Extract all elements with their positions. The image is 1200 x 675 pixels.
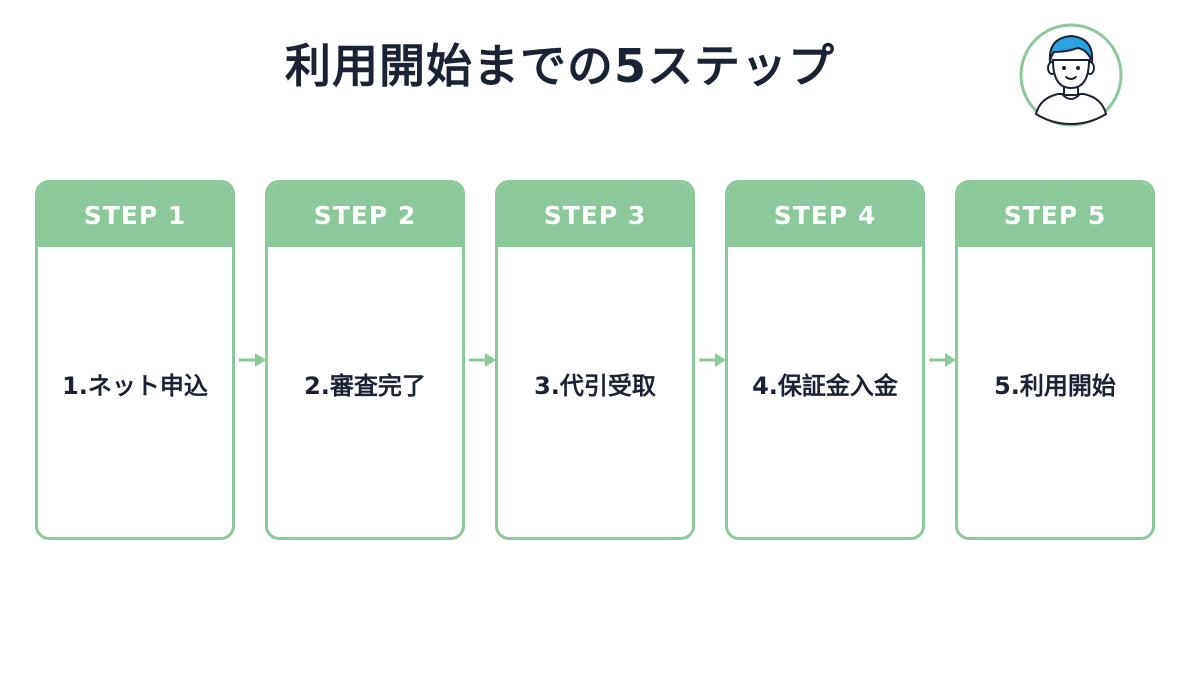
step-body: 3.代引受取 bbox=[498, 247, 692, 537]
step-card-5: STEP 5 5.利用開始 bbox=[955, 180, 1155, 540]
step-header: STEP 5 bbox=[958, 183, 1152, 247]
man-avatar-icon bbox=[1018, 22, 1124, 128]
step-card-1: STEP 1 1.ネット申込 bbox=[35, 180, 235, 540]
step-body: 5.利用開始 bbox=[958, 247, 1152, 537]
arrow-right-icon bbox=[469, 353, 496, 367]
arrow-right-icon bbox=[699, 353, 726, 367]
step-header: STEP 1 bbox=[38, 183, 232, 247]
step-label: 4.保証金入金 bbox=[752, 372, 898, 400]
step-card-3: STEP 3 3.代引受取 bbox=[495, 180, 695, 540]
steps-row: STEP 1 1.ネット申込 STEP 2 2.審査完了 STEP 3 3.代引… bbox=[35, 180, 1157, 542]
step-header: STEP 2 bbox=[268, 183, 462, 247]
step-header: STEP 4 bbox=[728, 183, 922, 247]
step-card-4: STEP 4 4.保証金入金 bbox=[725, 180, 925, 540]
arrow-right-icon bbox=[929, 353, 956, 367]
arrow-right-icon bbox=[239, 353, 266, 367]
step-header: STEP 3 bbox=[498, 183, 692, 247]
page-title: 利用開始までの5ステップ bbox=[284, 39, 835, 93]
step-label: 5.利用開始 bbox=[994, 372, 1116, 400]
step-label: 3.代引受取 bbox=[534, 372, 656, 400]
step-body: 4.保証金入金 bbox=[728, 247, 922, 537]
step-label: 2.審査完了 bbox=[304, 372, 426, 400]
step-body: 1.ネット申込 bbox=[38, 247, 232, 537]
step-label: 1.ネット申込 bbox=[62, 372, 208, 400]
step-body: 2.審査完了 bbox=[268, 247, 462, 537]
step-card-2: STEP 2 2.審査完了 bbox=[265, 180, 465, 540]
